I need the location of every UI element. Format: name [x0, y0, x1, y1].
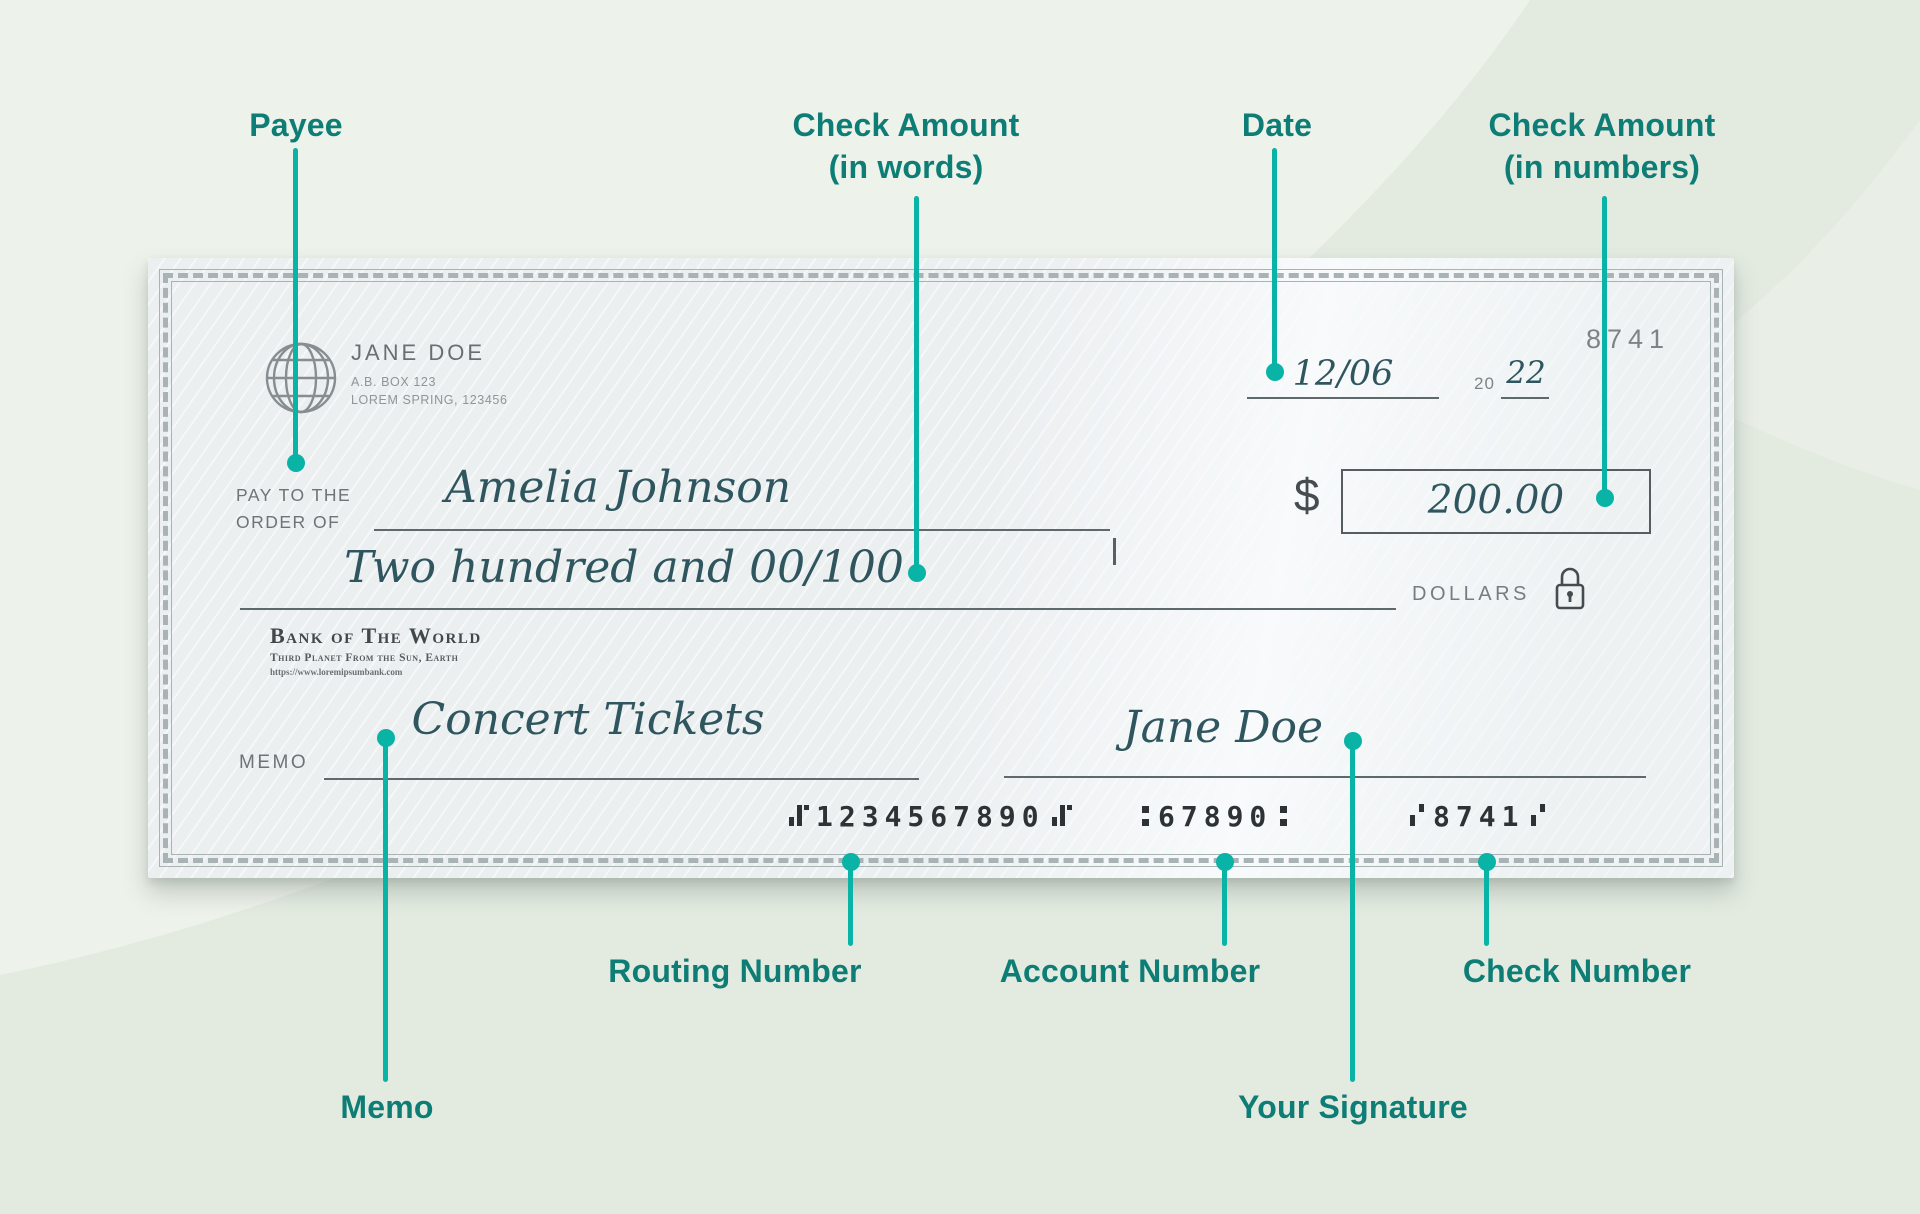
pay-to-label: PAY TO THE ORDER OF — [236, 485, 352, 532]
year-prefix: 20 — [1474, 374, 1495, 393]
lock-icon — [1555, 567, 1585, 610]
micr-on-us-icon — [1142, 806, 1149, 826]
check-number-pointer-dot — [1478, 853, 1496, 871]
micr-routing-number: 1234567890 — [816, 799, 1045, 833]
date-value: 12/06 — [1292, 354, 1394, 394]
check-number-pointer-line — [1484, 862, 1489, 946]
routing-pointer-line — [848, 862, 853, 946]
amount-words: Two hundred and 00/100 — [344, 542, 904, 593]
micr-transit-icon — [1051, 805, 1072, 826]
account-holder-address: A.B. BOX 123 LOREM SPRING, 123456 — [351, 375, 508, 407]
account-holder-block: JANE DOE A.B. BOX 123 LOREM SPRING, 1234… — [351, 340, 508, 409]
payee-underline — [374, 529, 1110, 531]
bank-tagline: Third Planet From the Sun, Earth — [270, 652, 459, 664]
dollars-label: DOLLARS — [1412, 583, 1530, 605]
micr-dash-icon — [1410, 804, 1424, 826]
micr-check-number: 8741 — [1433, 799, 1525, 833]
bank-url: https://www.loremipsumbank.com — [270, 667, 403, 677]
account-holder-name: JANE DOE — [351, 340, 486, 365]
memo-label-on-check: MEMO — [239, 752, 309, 773]
account-pointer-line — [1222, 862, 1227, 946]
routing-pointer-dot — [842, 853, 860, 871]
bank-name: Bank of The World — [270, 623, 482, 648]
memo-underline — [324, 778, 919, 780]
bank-block: Bank of The World Third Planet From the … — [270, 623, 482, 677]
payee-line-end-tick — [1113, 538, 1116, 565]
micr-on-us-icon — [1280, 806, 1288, 826]
payee-pointer-line — [293, 148, 298, 463]
signature-value: Jane Doe — [1122, 702, 1324, 753]
amount-numbers-label: Check Amount (in numbers) — [1488, 107, 1716, 185]
payee-pointer-dot — [287, 454, 305, 472]
currency-symbol: $ — [1294, 469, 1320, 521]
account-pointer-dot — [1216, 853, 1234, 871]
account-number-label: Account Number — [999, 953, 1261, 989]
signature-underline — [1004, 776, 1646, 778]
payee-name: Amelia Johnson — [444, 462, 792, 513]
memo-value: Concert Tickets — [411, 694, 765, 745]
amount-words-label: Check Amount (in words) — [792, 107, 1020, 185]
signature-label: Your Signature — [1238, 1089, 1468, 1125]
date-pointer-dot — [1266, 363, 1284, 381]
amount-box: 200.00 — [1341, 469, 1651, 534]
amount-words-underline — [240, 608, 1396, 610]
amount-numbers-pointer-line — [1602, 196, 1607, 498]
amount-words-pointer-dot — [908, 564, 926, 582]
date-line — [1247, 397, 1439, 399]
check-number-top: 8741 — [1586, 324, 1671, 354]
amount-words-pointer-line — [914, 196, 919, 573]
year-value: 22 — [1506, 355, 1546, 391]
amount-numbers-pointer-dot — [1596, 489, 1614, 507]
micr-check-number-group: 8741 — [1403, 798, 1554, 834]
micr-account-number: 67890 — [1158, 799, 1273, 833]
signature-pointer-dot — [1344, 732, 1362, 750]
date-label: Date — [1241, 107, 1313, 143]
check-number-label: Check Number — [1462, 953, 1692, 989]
memo-pointer-dot — [377, 729, 395, 747]
amount-numeric: 200.00 — [1427, 478, 1565, 523]
micr-account-group: 67890 — [1134, 798, 1296, 834]
year-line — [1501, 397, 1549, 399]
signature-pointer-line — [1350, 741, 1355, 1082]
micr-dash-icon — [1531, 804, 1546, 826]
micr-transit-icon — [789, 805, 809, 826]
payee-label: Payee — [249, 107, 343, 143]
memo-pointer-line — [383, 738, 388, 1082]
memo-label: Memo — [340, 1089, 434, 1125]
routing-number-label: Routing Number — [608, 953, 862, 989]
globe-icon — [265, 342, 337, 414]
micr-routing-group: 1234567890 — [782, 798, 1079, 834]
date-pointer-line — [1272, 148, 1277, 372]
